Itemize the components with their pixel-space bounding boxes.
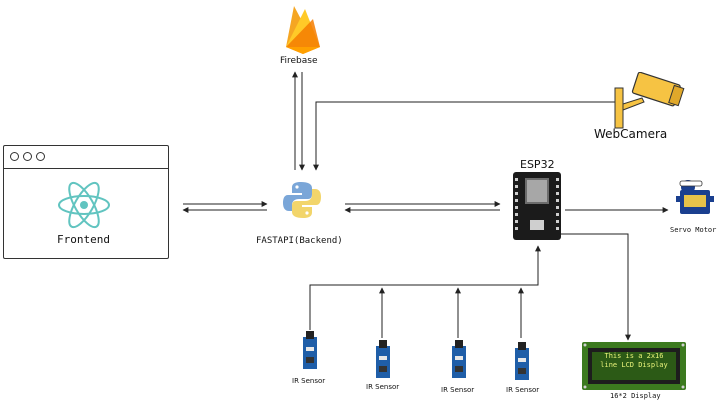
webcam-label: WebCamera — [594, 127, 668, 141]
ir-sensor-label: IR Sensor — [366, 383, 400, 391]
ir-sensor-icon — [376, 340, 390, 378]
python-icon — [283, 182, 321, 218]
window-dot-icon — [36, 152, 45, 161]
lcd-screen-text: This is a 2x16 line LCD Display — [596, 352, 672, 370]
backend-label: FASTAPI(Backend) — [256, 236, 343, 246]
esp32-board-icon — [513, 172, 561, 240]
react-icon — [58, 181, 110, 229]
arrow-webcam-to-backend — [313, 101, 615, 171]
lcd-line-1: This is a 2x16 — [604, 352, 664, 360]
lcd-display-icon — [582, 342, 686, 390]
webcam-icon — [614, 72, 685, 129]
window-dot-icon — [23, 152, 32, 161]
frontend-label: Frontend — [57, 233, 110, 246]
frontend-window — [3, 145, 169, 259]
ir-sensor-label: IR Sensor — [441, 386, 475, 394]
ir-sensor-label: IR Sensor — [506, 386, 540, 394]
firebase-icon — [286, 6, 320, 54]
firebase-label: Firebase — [280, 56, 318, 66]
servo-motor-icon — [676, 180, 714, 214]
ir-sensor-icon — [452, 340, 466, 378]
window-dot-icon — [10, 152, 19, 161]
arrow-esp32-to-lcd — [560, 233, 631, 341]
esp32-label: ESP32 — [520, 158, 555, 171]
browser-title-bar — [4, 146, 168, 169]
servo-label: Servo Motor — [670, 226, 717, 234]
lcd-line-2: line LCD Display — [600, 361, 668, 369]
ir-sensor-icon — [303, 331, 317, 369]
ir-sensor-label: IR Sensor — [292, 377, 326, 385]
lcd-label: 16*2 Display — [610, 392, 661, 400]
ir-sensor-icon — [515, 342, 529, 380]
arrow-ir-bus-to-esp32 — [309, 245, 541, 330]
